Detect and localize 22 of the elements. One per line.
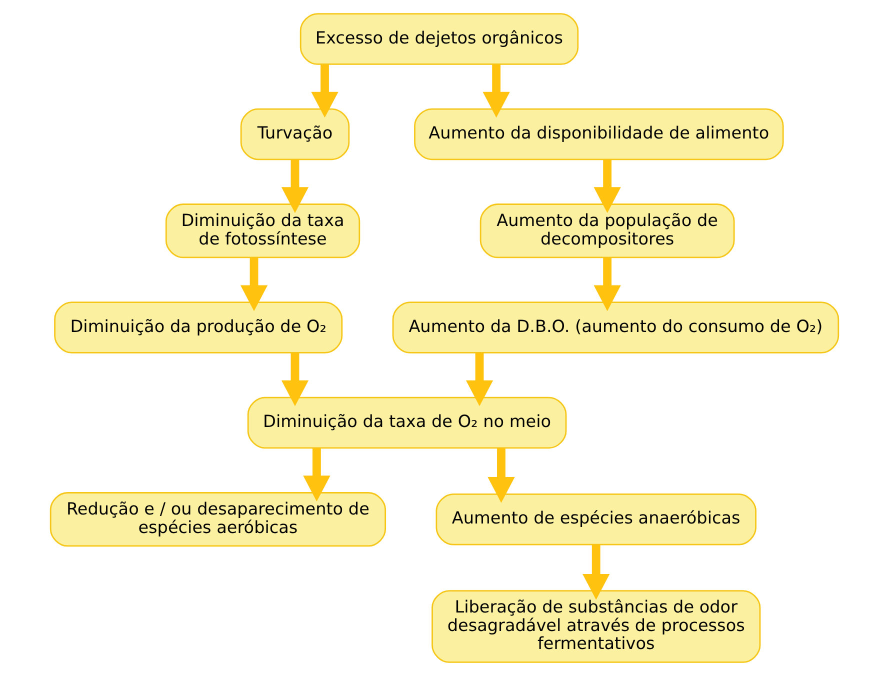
arrow: [487, 448, 514, 503]
arrow: [280, 160, 308, 213]
node-box: Liberação de substâncias de odor desagradável através de processos fermentativos: [431, 590, 760, 663]
arrow: [582, 544, 610, 600]
arrow: [593, 258, 620, 312]
node-box: Aumento de espécies anaeróbicas: [435, 493, 756, 546]
arrow: [482, 64, 510, 118]
node-box: Redução e / ou desaparecimento de espécies aeróbicas: [49, 492, 386, 547]
arrow: [310, 64, 338, 118]
arrow: [465, 353, 493, 406]
node-box: Aumento da D.B.O. (aumento do consumo de O₂): [392, 302, 839, 354]
node-box: Aumento da disponibilidade de alimento: [414, 108, 784, 160]
arrow: [593, 160, 620, 213]
node-box: Aumento da população de decompositores: [479, 204, 734, 258]
arrow: [280, 353, 308, 406]
node-box: Diminuição da produção de O₂: [54, 302, 342, 354]
node-box: Turvação: [240, 108, 350, 160]
node-box: Diminuição da taxa de fotossíntese: [164, 204, 360, 258]
arrow: [240, 258, 268, 312]
node-box: Diminuição da taxa de O₂ no meio: [246, 396, 566, 449]
arrow: [302, 448, 330, 502]
node-box: Excesso de dejetos orgânicos: [299, 13, 578, 65]
